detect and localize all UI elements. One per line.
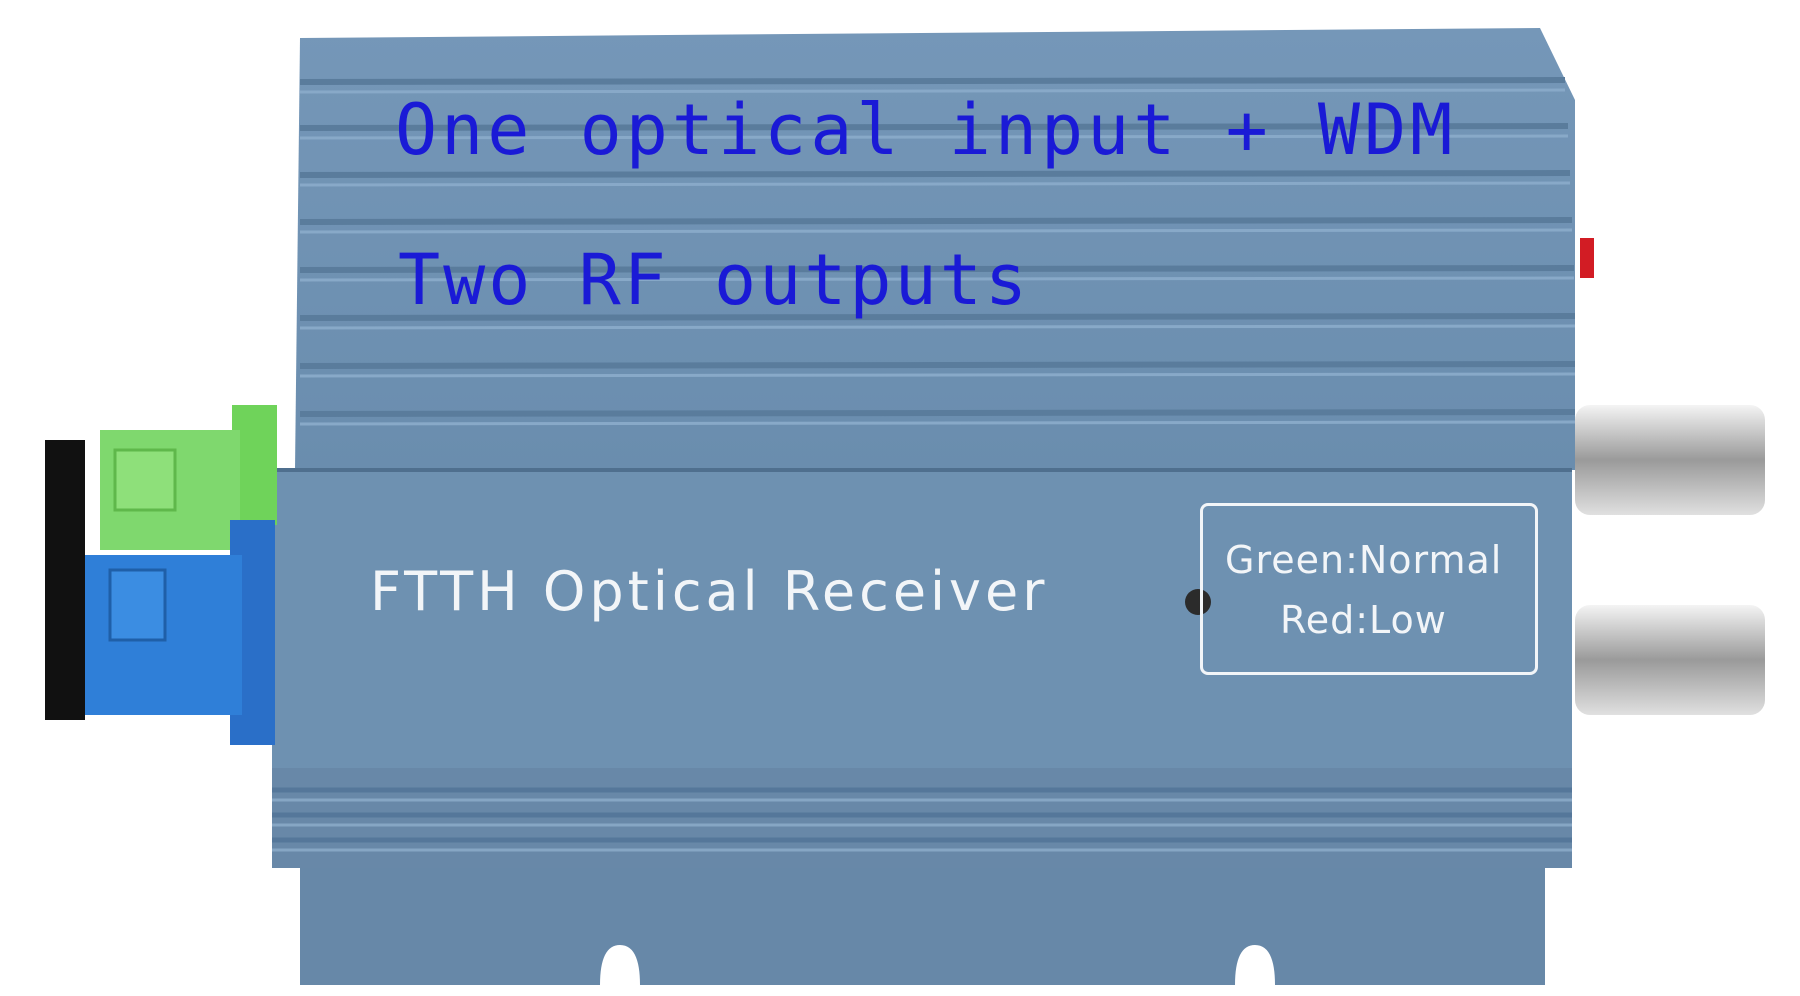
bottom-fins: [272, 787, 1572, 843]
sc-upc-connector-icon: [72, 520, 275, 745]
connector-dust-caps: [45, 440, 85, 720]
sc-apc-connector-icon: [100, 405, 277, 550]
housing-front: [272, 468, 1572, 768]
overlay-headline-rf-outputs: Two RF outputs: [398, 239, 1031, 321]
mounting-flange: [300, 865, 1545, 985]
status-led-side-icon: [1580, 238, 1594, 278]
legend-green-normal: Green:Normal: [1225, 538, 1503, 582]
f-type-connector-icon: [1575, 405, 1765, 715]
heat-fins: [299, 77, 1576, 426]
led-legend-box: [1200, 503, 1538, 675]
overlay-headline-optical-input: One optical input + WDM: [395, 89, 1457, 171]
housing-bottom: [272, 768, 1572, 868]
legend-red-low: Red:Low: [1280, 598, 1447, 642]
device-label: FTTH Optical Receiver: [370, 560, 1049, 623]
status-led-icon: [1185, 589, 1211, 615]
